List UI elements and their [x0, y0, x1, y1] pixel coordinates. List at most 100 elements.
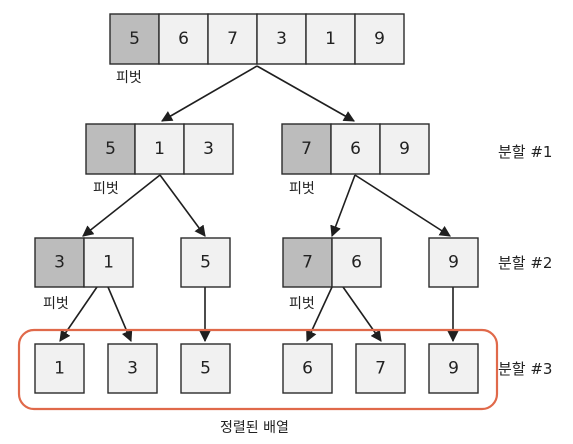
cell-value: 7 — [301, 139, 312, 159]
cell-value: 9 — [374, 29, 385, 49]
array-cell: 5 — [180, 237, 231, 288]
sorted-array-frame — [17, 328, 499, 411]
array-sorted-2: 3 — [107, 343, 158, 394]
array-cell: 6 — [331, 237, 382, 288]
array-split1-left: 5 1 3 — [85, 123, 234, 175]
arrow-l1b-to-l2c — [330, 174, 356, 238]
array-cell: 7 — [207, 13, 258, 65]
cell-value: 1 — [54, 359, 65, 379]
level-label-3: 분할 #3 — [498, 360, 552, 378]
array-split2-b: 5 — [180, 237, 231, 288]
cell-box — [180, 237, 231, 288]
arrow-root-to-l1b — [256, 65, 355, 122]
array-sorted-5: 7 — [355, 343, 406, 394]
array-sorted-4: 6 — [282, 343, 333, 394]
cell-box — [85, 123, 136, 175]
array-cell: 1 — [34, 343, 85, 394]
array-cell: 3 — [107, 343, 158, 394]
cell-value: 7 — [227, 29, 238, 49]
sorted-array-label: 정렬된 배열 — [220, 420, 289, 436]
arrow-l2c-to-s4 — [306, 286, 333, 343]
cell-box — [34, 237, 85, 288]
cell-value: 6 — [351, 253, 362, 273]
cell-value: 5 — [105, 139, 116, 159]
cell-box — [83, 237, 134, 288]
cell-box — [330, 123, 381, 175]
cell-box — [379, 123, 430, 175]
array-cell: 3 — [183, 123, 234, 175]
pivot-cell: 7 — [281, 123, 332, 175]
array-cell: 9 — [379, 123, 430, 175]
pivot-label-l1b: 피벗 — [289, 181, 315, 197]
array-cell: 6 — [158, 13, 209, 65]
pivot-cell: 3 — [34, 237, 85, 288]
array-cell: 6 — [330, 123, 381, 175]
array-sorted-3: 5 — [180, 343, 231, 394]
cell-value: 7 — [375, 359, 386, 379]
cell-box — [107, 343, 158, 394]
arrow-l1b-to-l2d — [354, 174, 451, 237]
arrow-root-to-l1a — [161, 65, 258, 122]
cell-box — [305, 13, 356, 65]
pivot-label-l2c: 피벗 — [289, 296, 315, 312]
cell-value: 5 — [129, 29, 140, 49]
cell-box — [355, 343, 406, 394]
array-original: 5 6 7 3 1 9 — [109, 13, 405, 65]
cell-box — [354, 13, 405, 65]
cell-box — [183, 123, 234, 175]
array-cell: 1 — [134, 123, 185, 175]
array-cell: 9 — [428, 343, 479, 394]
array-sorted-6: 9 — [428, 343, 479, 394]
cell-value: 1 — [103, 253, 114, 273]
arrow-l2a-to-s2 — [107, 286, 133, 343]
cell-box — [180, 343, 231, 394]
cell-box — [331, 237, 382, 288]
arrow-l1a-to-l2b — [159, 174, 206, 237]
cell-value: 3 — [276, 29, 287, 49]
cell-value: 5 — [200, 359, 211, 379]
pivot-cell: 5 — [85, 123, 136, 175]
cell-value: 6 — [178, 29, 189, 49]
level-label-2: 분할 #2 — [498, 254, 552, 272]
cell-value: 5 — [200, 253, 211, 273]
cell-box — [282, 237, 333, 288]
cell-value: 1 — [325, 29, 336, 49]
array-split2-d: 9 — [428, 237, 479, 288]
pivot-cell: 7 — [282, 237, 333, 288]
cell-value: 6 — [302, 359, 313, 379]
cell-box — [34, 343, 85, 394]
cell-value: 9 — [399, 139, 410, 159]
cell-value: 3 — [203, 139, 214, 159]
array-sorted-1: 1 — [34, 343, 85, 394]
pivot-label-l1a: 피벗 — [93, 181, 119, 197]
arrow-l2a-to-s1 — [59, 286, 98, 342]
cell-box — [428, 343, 479, 394]
array-cell: 1 — [83, 237, 134, 288]
cell-box — [282, 343, 333, 394]
pivot-cell: 5 — [109, 13, 160, 65]
cell-value: 1 — [154, 139, 165, 159]
array-cell: 3 — [256, 13, 307, 65]
cell-value: 6 — [350, 139, 361, 159]
array-cell: 9 — [428, 237, 479, 288]
array-cell: 6 — [282, 343, 333, 394]
cell-value: 7 — [302, 253, 313, 273]
array-split1-right: 7 6 9 — [281, 123, 430, 175]
array-cell: 7 — [355, 343, 406, 394]
pivot-label-root: 피벗 — [116, 70, 142, 86]
array-cell: 9 — [354, 13, 405, 65]
level-label-1: 분할 #1 — [498, 143, 552, 161]
cell-value: 9 — [448, 253, 459, 273]
cell-value: 9 — [448, 359, 459, 379]
cell-value: 3 — [54, 253, 65, 273]
cell-box — [428, 237, 479, 288]
cell-value: 3 — [127, 359, 138, 379]
cell-box — [207, 13, 258, 65]
pivot-label-l2a: 피벗 — [43, 296, 69, 312]
array-cell: 5 — [180, 343, 231, 394]
array-cell: 1 — [305, 13, 356, 65]
arrow-l2c-to-s5 — [342, 286, 382, 342]
